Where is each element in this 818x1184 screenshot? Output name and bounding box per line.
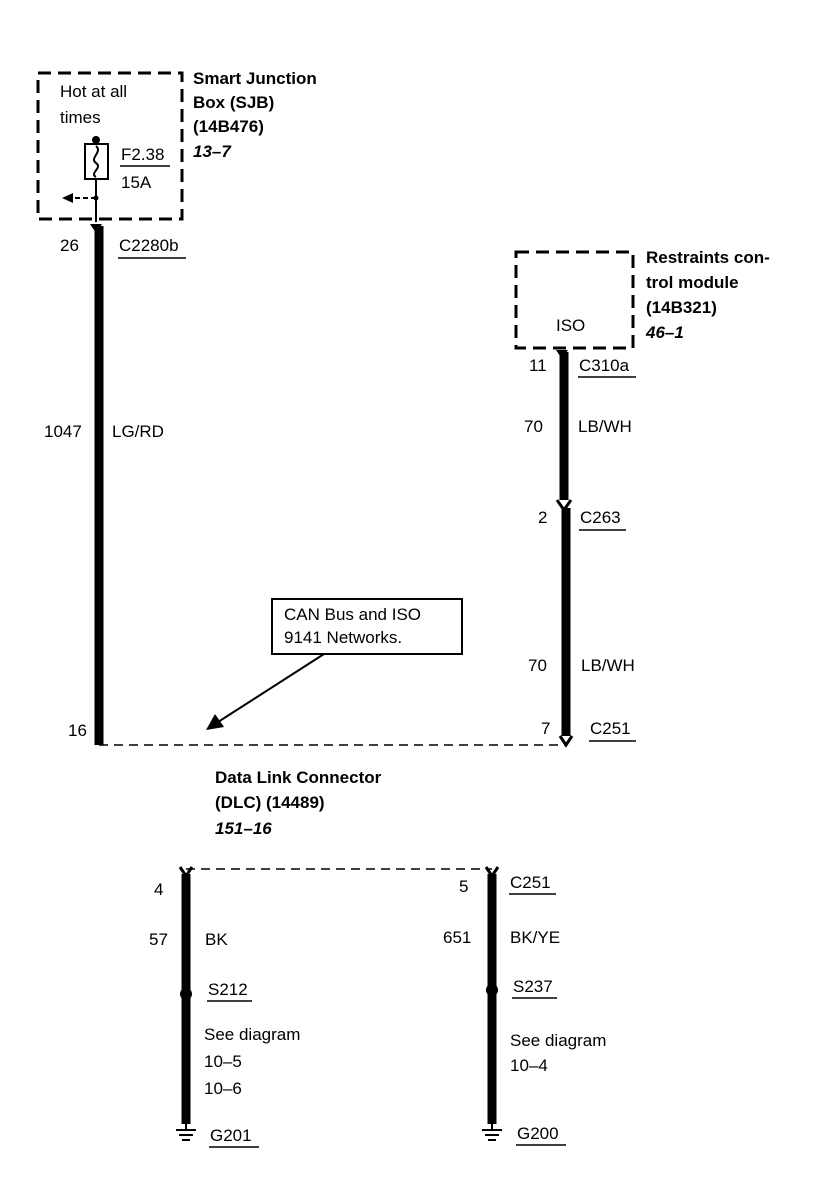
connector-c251-label: C251 bbox=[590, 719, 631, 738]
circuit-1047: 1047 bbox=[44, 422, 82, 441]
sjb-box bbox=[36, 71, 184, 221]
splice-s237-label: S237 bbox=[513, 977, 553, 996]
network-callout-line2: 9141 Networks. bbox=[284, 628, 402, 647]
hot-label-line1: Hot at all bbox=[60, 82, 127, 101]
sjb-page-ref: 13–7 bbox=[193, 142, 232, 161]
ground-g200-label: G200 bbox=[517, 1124, 559, 1143]
pin-2: 2 bbox=[538, 508, 547, 527]
rcm-part-number: (14B321) bbox=[646, 298, 717, 317]
pin-11: 11 bbox=[529, 356, 547, 375]
dlc-title-line2: (DLC) (14489) bbox=[215, 793, 325, 812]
circuit-70-lower: 70 bbox=[528, 656, 547, 675]
wire-color-lgrd: LG/RD bbox=[112, 422, 164, 441]
connector-c251-ground-label: C251 bbox=[510, 873, 551, 892]
splice-s237-dot bbox=[486, 984, 498, 996]
dlc-pin-5: 5 bbox=[459, 877, 468, 896]
wire-color-lbwh-upper: LB/WH bbox=[578, 417, 632, 436]
pin-26: 26 bbox=[60, 236, 79, 255]
rcm-page-ref: 46–1 bbox=[645, 323, 684, 342]
dlc-pin-4: 4 bbox=[154, 880, 163, 899]
splice-s212-dot bbox=[180, 988, 192, 1000]
ground-g201-label: G201 bbox=[210, 1126, 252, 1145]
sjb-title-line2: Box (SJB) bbox=[193, 93, 274, 112]
circuit-70-upper: 70 bbox=[524, 417, 543, 436]
hot-label-line2: times bbox=[60, 108, 101, 127]
callout-arrow-icon bbox=[206, 714, 224, 730]
ref-10-5: 10–5 bbox=[204, 1052, 242, 1071]
ground-g200-icon bbox=[482, 1124, 502, 1141]
connector-c263-label: C263 bbox=[580, 508, 621, 527]
dlc-pin-7-terminal bbox=[558, 735, 574, 748]
ground-g201-icon bbox=[176, 1124, 196, 1141]
splice-s212-label: S212 bbox=[208, 980, 248, 999]
circuit-57: 57 bbox=[149, 930, 168, 949]
branch-arrow-icon bbox=[62, 193, 73, 203]
circuit-651: 651 bbox=[443, 928, 471, 947]
ref-10-4: 10–4 bbox=[510, 1056, 548, 1075]
rcm-title-line1: Restraints con- bbox=[646, 248, 770, 267]
network-callout-line1: CAN Bus and ISO bbox=[284, 605, 421, 624]
fuse-element bbox=[93, 145, 99, 178]
fuse-rating: 15A bbox=[121, 173, 152, 192]
fuse-id: F2.38 bbox=[121, 145, 164, 164]
dlc-title-line1: Data Link Connector bbox=[215, 768, 382, 787]
wire-color-bkye: BK/YE bbox=[510, 928, 560, 947]
wire-color-bk: BK bbox=[205, 930, 228, 949]
dlc-page-ref: 151–16 bbox=[215, 819, 272, 838]
see-diagram-right: See diagram bbox=[510, 1031, 606, 1050]
sjb-title-line1: Smart Junction bbox=[193, 69, 317, 88]
dlc-pin-16: 16 bbox=[68, 721, 87, 740]
sjb-part-number: (14B476) bbox=[193, 117, 264, 136]
ref-10-6: 10–6 bbox=[204, 1079, 242, 1098]
wire-color-lbwh-lower: LB/WH bbox=[581, 656, 635, 675]
rcm-title-line2: trol module bbox=[646, 273, 739, 292]
connector-c2280b-label: C2280b bbox=[119, 236, 179, 255]
callout-leader bbox=[217, 653, 325, 723]
network-callout-box bbox=[271, 598, 463, 655]
rcm-iso-label: ISO bbox=[556, 316, 585, 335]
dlc-pin-7: 7 bbox=[541, 719, 550, 738]
connector-c310a-label: C310a bbox=[579, 356, 630, 375]
see-diagram-left: See diagram bbox=[204, 1025, 300, 1044]
rcm-box bbox=[514, 250, 635, 350]
fuse-icon bbox=[84, 143, 109, 180]
